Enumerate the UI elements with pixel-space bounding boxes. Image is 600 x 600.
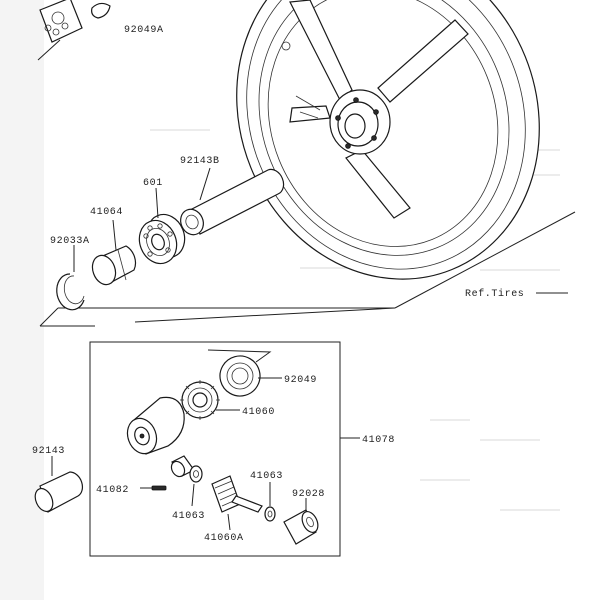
- part-92143B-spacer: [180, 167, 285, 236]
- label-92143: 92143: [32, 446, 65, 457]
- label-92143B: 92143B: [180, 156, 220, 167]
- part-92049-seal: [207, 349, 282, 397]
- part-41060A-pinion: [211, 475, 263, 531]
- label-601: 601: [143, 178, 163, 189]
- label-41064: 41064: [90, 207, 123, 218]
- part-92033A-circlip: [56, 245, 85, 311]
- part-41063-washer-right: [264, 482, 276, 522]
- part-92143-spacer: [34, 456, 84, 513]
- top-bearing-fragment: [37, 0, 111, 61]
- label-92033A: 92033A: [50, 236, 90, 247]
- label-41063-left: 41063: [172, 511, 205, 522]
- part-41064-cover: [91, 219, 137, 286]
- gear-assembly-box: [89, 341, 360, 557]
- assembly-reference-lines: [39, 211, 576, 327]
- label-92028: 92028: [292, 489, 325, 500]
- label-92049: 92049: [284, 375, 317, 386]
- part-92028-bushing: [283, 498, 319, 545]
- part-41078-housing: [126, 396, 185, 455]
- part-41060-gear: [180, 380, 240, 420]
- front-wheel: [236, 0, 540, 280]
- label-ref-tires: Ref.Tires: [465, 288, 524, 300]
- label-41063-right: 41063: [250, 471, 283, 482]
- label-92049A: 92049A: [124, 25, 164, 36]
- part-601-bearing: [138, 187, 186, 265]
- label-41078: 41078: [362, 435, 395, 446]
- label-41060A: 41060A: [204, 533, 244, 544]
- part-41082-pin: [140, 485, 167, 491]
- part-41063-washer-left: [189, 465, 203, 507]
- label-41082: 41082: [96, 485, 129, 496]
- label-41060: 41060: [242, 407, 275, 418]
